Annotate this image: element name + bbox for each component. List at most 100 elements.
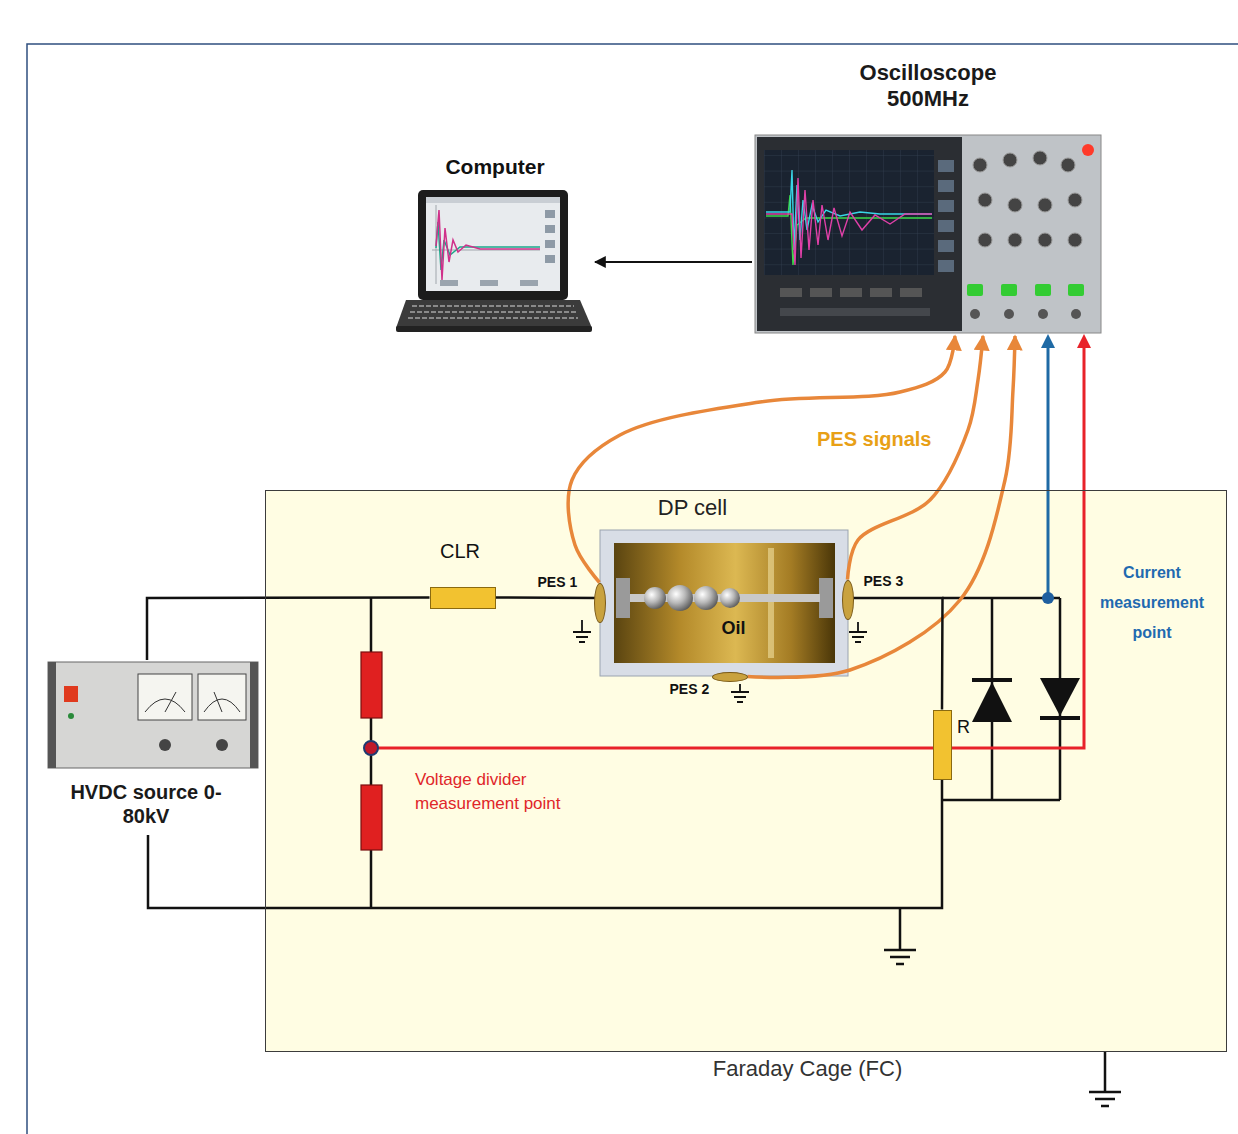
oscilloscope-illustration bbox=[780, 288, 802, 297]
oscilloscope-illustration bbox=[978, 193, 992, 207]
test-cell-illustration bbox=[600, 530, 848, 676]
component-label: CLR bbox=[407, 540, 513, 563]
page-frame bbox=[27, 44, 1238, 1134]
cell-title: DP cell bbox=[618, 495, 768, 521]
oscilloscope-illustration bbox=[967, 284, 983, 296]
oscilloscope-illustration bbox=[1068, 284, 1084, 296]
device-title: HVDC source 0-80kV bbox=[51, 780, 241, 828]
oscilloscope-illustration bbox=[755, 135, 1101, 333]
oscilloscope-illustration bbox=[1068, 233, 1082, 247]
oscilloscope-illustration bbox=[1038, 198, 1052, 212]
laptop-illustration bbox=[545, 210, 555, 218]
oscilloscope-illustration bbox=[1001, 284, 1017, 296]
cage-title: Faraday Cage (FC) bbox=[658, 1056, 958, 1082]
laptop-illustration bbox=[436, 210, 540, 280]
hvdc-source-illustration bbox=[48, 662, 258, 768]
pes-signal-cable bbox=[748, 336, 1016, 677]
oscilloscope-illustration bbox=[938, 240, 954, 252]
voltage-measurement-line bbox=[371, 344, 1084, 748]
measurement-label: Current measurement point bbox=[1090, 558, 1214, 648]
hvdc-source-illustration bbox=[138, 674, 192, 720]
ground-symbol bbox=[573, 620, 1121, 1106]
laptop-illustration bbox=[545, 255, 555, 263]
laptop-illustration bbox=[432, 205, 540, 284]
pes-signal-cable bbox=[568, 336, 955, 583]
laptop-illustration bbox=[440, 280, 458, 286]
hvdc-source-illustration bbox=[68, 713, 74, 719]
hvdc-source: HVDC source 0-80kV bbox=[45, 660, 261, 835]
oscilloscope-illustration bbox=[1068, 193, 1082, 207]
oscilloscope-illustration bbox=[900, 288, 922, 297]
oscilloscope-illustration bbox=[764, 150, 934, 275]
test-cell-illustration bbox=[616, 578, 630, 618]
laptop-illustration bbox=[396, 190, 592, 332]
hvdc-source-illustration bbox=[204, 692, 240, 712]
laptop-illustration bbox=[396, 326, 592, 332]
hvdc-source-illustration bbox=[159, 739, 171, 751]
sensor-label: PES 1 bbox=[538, 574, 578, 590]
oscilloscope-illustration bbox=[1033, 151, 1047, 165]
current-measurement-line bbox=[1041, 334, 1055, 604]
oscilloscope-illustration bbox=[1038, 233, 1052, 247]
laptop-illustration bbox=[426, 197, 560, 291]
laptop-illustration bbox=[426, 197, 560, 203]
ground-symbol bbox=[1089, 1052, 1121, 1106]
oscilloscope-illustration bbox=[970, 309, 980, 319]
measurement-label: Voltage divider measurement point bbox=[415, 768, 600, 816]
oscilloscope-illustration bbox=[938, 200, 954, 212]
signal-arrow bbox=[595, 261, 752, 263]
circuit-wire bbox=[148, 598, 1060, 908]
test-cell-illustration bbox=[614, 543, 835, 663]
oscilloscope-illustration bbox=[1004, 309, 1014, 319]
voltage-measurement-line bbox=[364, 741, 378, 755]
oscilloscope-illustration bbox=[840, 288, 862, 297]
laptop-illustration bbox=[545, 240, 555, 248]
oscilloscope-illustration bbox=[1008, 198, 1022, 212]
oscilloscope: Oscilloscope 500MHz bbox=[752, 58, 1104, 336]
circuit-wire bbox=[848, 598, 943, 710]
laptop-illustration bbox=[418, 190, 568, 300]
hvdc-source-illustration bbox=[64, 686, 78, 702]
current-measurement-line bbox=[1047, 344, 1050, 598]
pes-signal-cable bbox=[848, 336, 984, 580]
computer: Computer bbox=[395, 150, 595, 332]
ground-symbol bbox=[884, 908, 916, 964]
oscilloscope-illustration bbox=[1038, 309, 1048, 319]
hvdc-source-illustration bbox=[250, 662, 258, 768]
resistor-symbol: CLR bbox=[430, 587, 496, 609]
laptop-illustration bbox=[480, 280, 498, 286]
laptop-illustration bbox=[408, 306, 578, 318]
oscilloscope-illustration bbox=[938, 160, 954, 172]
oscilloscope-illustration bbox=[938, 260, 954, 272]
pes-sensor: PES 3 bbox=[842, 580, 854, 620]
sensor-label: PES 2 bbox=[670, 681, 710, 697]
diode-symbol bbox=[972, 678, 1080, 722]
oscilloscope-illustration bbox=[870, 288, 892, 297]
oscilloscope-illustration bbox=[938, 180, 954, 192]
test-cell-illustration bbox=[819, 578, 833, 618]
laptop-illustration bbox=[520, 280, 538, 286]
oscilloscope-illustration bbox=[1071, 309, 1081, 319]
dp-cell: DP cellOil bbox=[600, 530, 848, 676]
oscilloscope-illustration bbox=[1003, 153, 1017, 167]
test-cell-illustration bbox=[720, 588, 740, 608]
signal-label: PES signals bbox=[815, 428, 934, 451]
test-cell-illustration bbox=[768, 548, 774, 658]
test-cell-illustration bbox=[600, 530, 848, 676]
current-measurement-line bbox=[1042, 592, 1054, 604]
hvdc-source-illustration bbox=[216, 739, 228, 751]
oscilloscope-illustration bbox=[938, 220, 954, 232]
oscilloscope-illustration bbox=[973, 158, 987, 172]
component-label: R bbox=[957, 717, 970, 738]
oscilloscope-illustration bbox=[766, 170, 932, 250]
diode-symbol bbox=[972, 678, 1012, 682]
ground-symbol bbox=[731, 684, 749, 702]
pes-sensor: PES 2 bbox=[712, 672, 748, 682]
faraday-cage: Faraday Cage (FC)CLRDP cellOilPES 1PES 3… bbox=[265, 490, 1227, 1052]
diode-symbol bbox=[972, 682, 1012, 722]
current-measurement-line bbox=[1041, 334, 1055, 348]
resistor-symbol bbox=[361, 785, 382, 850]
